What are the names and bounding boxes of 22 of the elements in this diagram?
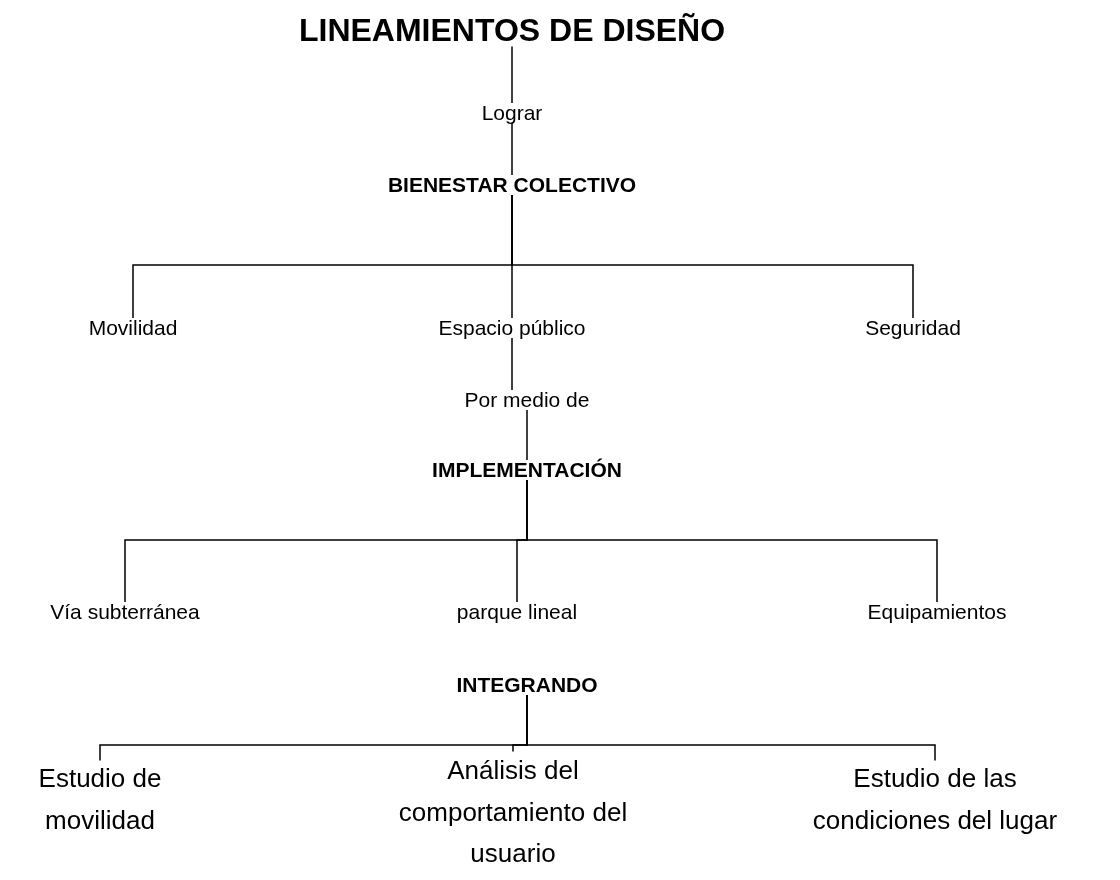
connector-line (526, 479, 938, 603)
node-label: Por medio de (464, 387, 590, 413)
node-label: Vía subterránea (50, 599, 200, 625)
node-label: Estudio de movilidad (5, 758, 195, 842)
connector-line (526, 409, 528, 461)
heading-text: BIENESTAR COLECTIVO (387, 172, 637, 198)
connector-line (511, 194, 914, 319)
node-label: Espacio público (438, 315, 586, 341)
node-label: Análisis del comportamiento del usuario (393, 749, 633, 875)
node-label: Seguridad (865, 315, 961, 341)
node-label: Lograr (481, 100, 543, 126)
heading-text: IMPLEMENTACIÓN (432, 457, 622, 483)
node-label: Estudio de las condiciones del lugar (790, 758, 1080, 842)
connector-line (511, 337, 513, 391)
connector-line (511, 45, 513, 104)
connector-line (511, 122, 513, 176)
node-label: parque lineal (456, 599, 578, 625)
node-label: Equipamientos (867, 599, 1007, 625)
heading-text: LINEAMIENTOS DE DISEÑO (298, 11, 726, 49)
connector-line (526, 694, 936, 762)
heading-text: INTEGRANDO (456, 672, 598, 698)
node-label: Movilidad (88, 315, 178, 341)
